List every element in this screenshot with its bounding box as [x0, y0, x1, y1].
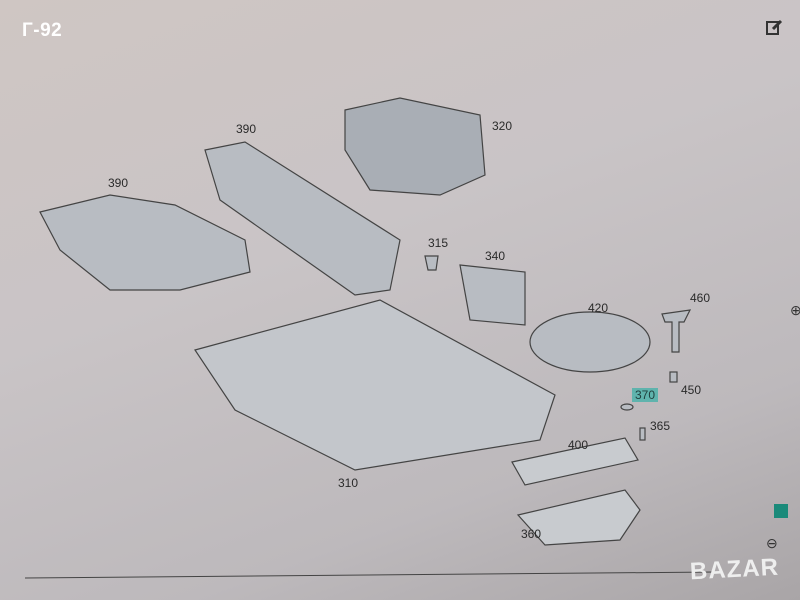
part-label[interactable]: 365	[650, 419, 671, 433]
part-label[interactable]: 390	[236, 122, 257, 136]
part-400-shape	[511, 437, 639, 486]
part-label[interactable]: 340	[485, 249, 506, 263]
part-label-highlighted[interactable]: 370	[632, 388, 659, 402]
color-swatch[interactable]	[774, 504, 788, 518]
overlay-tag: Г-92	[22, 20, 63, 41]
divider-line	[24, 571, 716, 579]
part-310-tub-shape	[194, 299, 556, 471]
part-370-shape	[620, 403, 634, 411]
part-340-shape	[459, 264, 526, 326]
part-390-organizer-shape	[204, 141, 401, 296]
part-label[interactable]: 360	[521, 527, 542, 541]
part-label[interactable]: 315	[428, 236, 449, 250]
part-label[interactable]: 400	[568, 438, 589, 452]
part-label[interactable]: 320	[492, 119, 513, 133]
part-320-box-shape	[344, 97, 486, 196]
zoom-out-icon[interactable]: ⊖	[766, 535, 778, 551]
edit-icon[interactable]	[765, 18, 783, 36]
part-450-shape	[669, 371, 678, 383]
part-315-shape	[424, 255, 439, 271]
part-460-shape	[661, 309, 692, 353]
part-420-shape	[529, 311, 651, 373]
part-label[interactable]: 450	[681, 383, 702, 397]
watermark-logo: BAZAR	[689, 553, 780, 586]
part-label[interactable]: 310	[338, 476, 359, 490]
part-360-shape	[516, 489, 641, 546]
zoom-in-icon[interactable]: ⊕	[790, 302, 800, 318]
part-365-shape	[639, 427, 646, 441]
part-label[interactable]: 390	[108, 176, 129, 190]
part-label[interactable]: 420	[588, 301, 609, 315]
part-label[interactable]: 460	[690, 291, 711, 305]
part-390-left-shape	[39, 194, 251, 291]
